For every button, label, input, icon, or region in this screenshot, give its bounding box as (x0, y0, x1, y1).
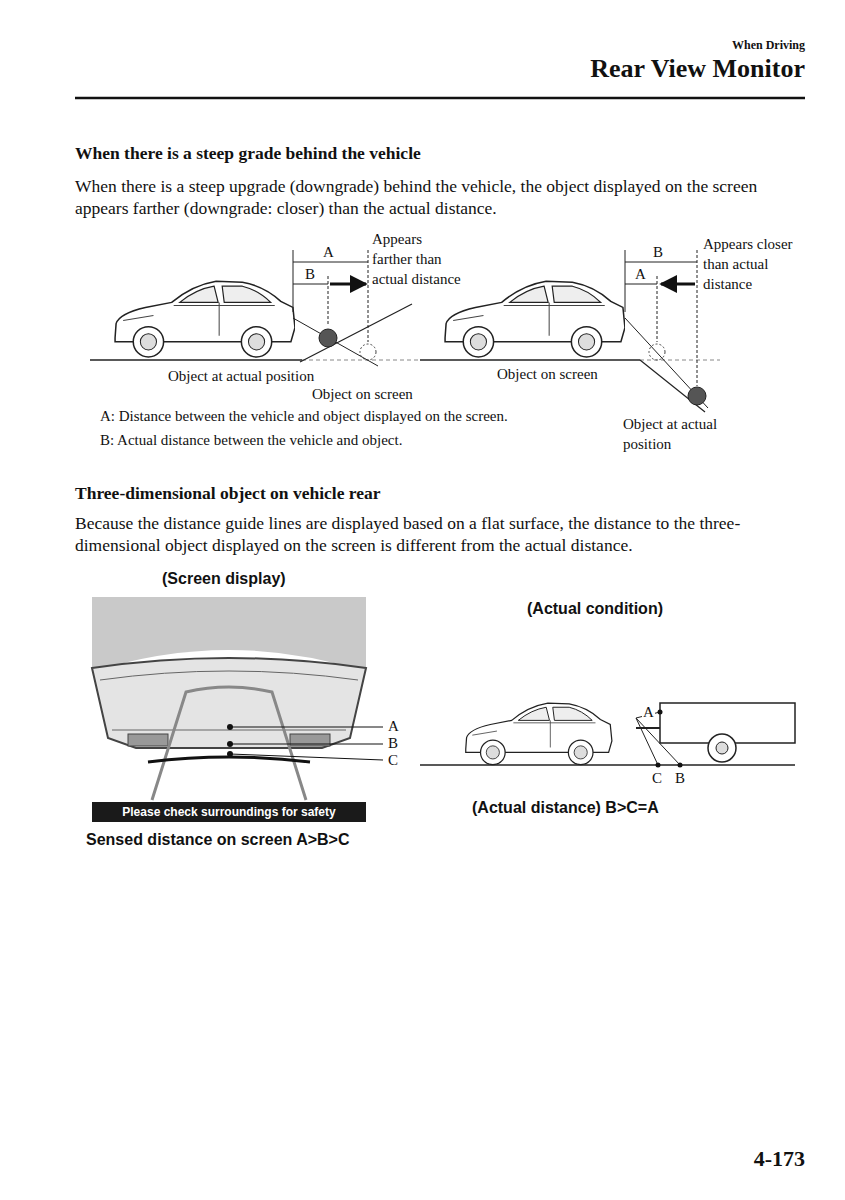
section-header: When Driving (732, 38, 805, 53)
callout-text: Appears farther than actual distance (372, 229, 464, 289)
callout-letter: C (651, 770, 663, 787)
section-heading: When there is a steep grade behind the v… (75, 143, 421, 164)
callout-text: Appears closer than actual distance (703, 234, 795, 294)
dimension-letter: A (634, 266, 647, 283)
callout-letter: B (674, 770, 686, 787)
page-title: Rear View Monitor (590, 54, 805, 84)
callout-text: Object on screen (312, 384, 413, 404)
callout-text: Object on screen (497, 364, 598, 384)
callout-text: Object at actual position (168, 366, 314, 386)
callout-text: Object at actual position (623, 414, 743, 454)
footnote: A: Distance between the vehicle and obje… (100, 406, 508, 426)
dimension-letter: B (304, 266, 316, 283)
dimension-letter: B (652, 244, 664, 261)
callout-letter: C (387, 752, 399, 769)
body-text: Because the distance guide lines are dis… (75, 512, 815, 556)
figure-caption: Sensed distance on screen A>B>C (86, 831, 350, 849)
figure-caption: (Screen display) (162, 570, 286, 588)
warning-text: Please check surroundings for safety (122, 805, 335, 819)
page-number: 4-173 (754, 1146, 805, 1172)
section-heading: Three-dimensional object on vehicle rear (75, 483, 381, 504)
callout-letter: A (387, 718, 400, 735)
body-text: When there is a steep upgrade (downgrade… (75, 175, 815, 219)
callout-letter: B (387, 735, 399, 752)
figure-caption: (Actual distance) B>C=A (472, 799, 659, 817)
callout-letter: A (642, 704, 655, 721)
figure-caption: (Actual condition) (527, 600, 663, 618)
footnote: B: Actual distance between the vehicle a… (100, 430, 402, 450)
warning-band: Please check surroundings for safety (92, 802, 366, 822)
dimension-letter: A (322, 244, 335, 261)
